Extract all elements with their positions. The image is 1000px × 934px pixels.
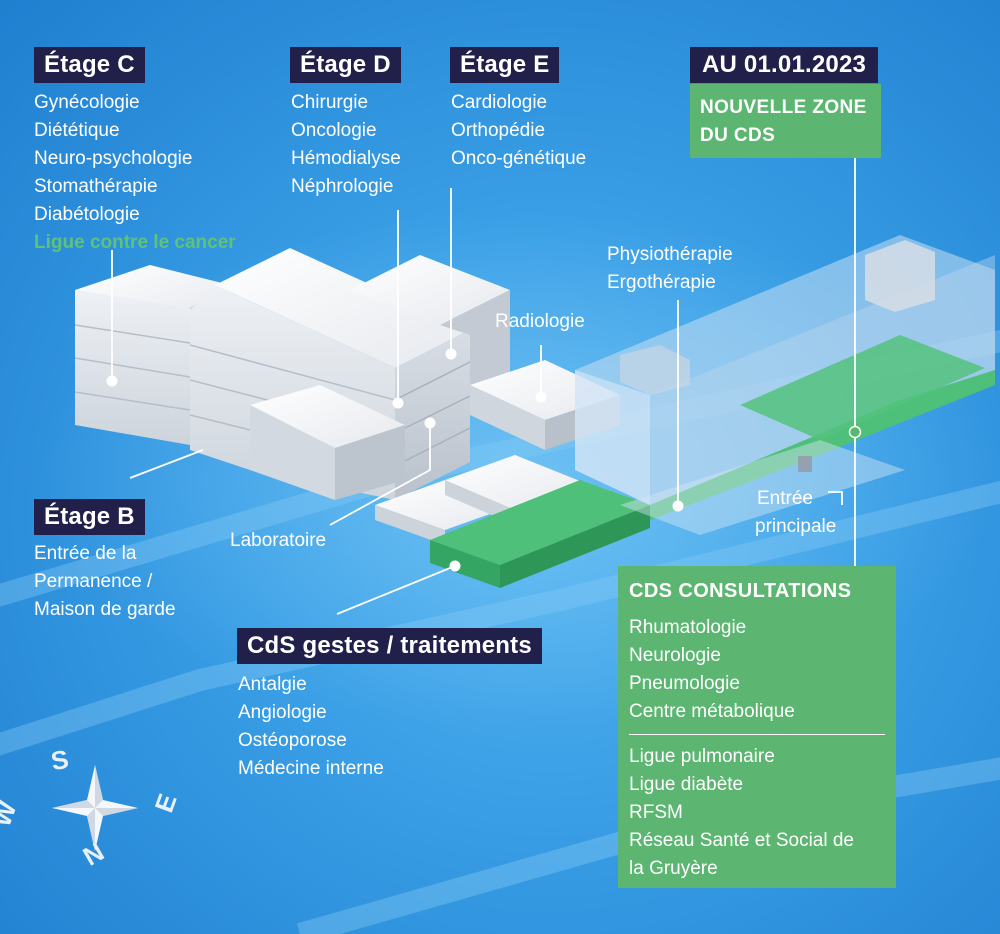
list-item: Diabétologie (34, 204, 140, 225)
principale-line: principale (755, 516, 837, 537)
etage-d-list: Chirurgie Oncologie Hémodialyse Néphrolo… (291, 89, 401, 201)
divider (629, 734, 885, 735)
list-item: Hémodialyse (291, 148, 401, 169)
etage-b-header: Étage B (34, 499, 145, 535)
building-cds-gestes (430, 480, 650, 588)
entree-principale-label: Entrée principale (755, 485, 836, 541)
etage-c-list: Gynécologie Diététique Neuro-psychologie… (34, 89, 236, 257)
radiologie-label: Radiologie (495, 311, 585, 332)
list-item: la Gruyère (629, 858, 718, 879)
list-item: Réseau Santé et Social de (629, 830, 854, 851)
compass-rose (52, 765, 138, 851)
list-item: Orthopédie (451, 120, 546, 141)
ergo-line: Ergothérapie (607, 272, 716, 293)
physio-line: Physiothérapie (607, 244, 733, 265)
etage-b-list: Entrée de la Permanence / Maison de gard… (34, 540, 176, 624)
list-item: Chirurgie (291, 92, 369, 113)
etage-e-header: Étage E (450, 47, 560, 83)
building-etage-e (350, 255, 510, 400)
list-item: Angiologie (238, 702, 327, 723)
etage-c-header: Étage C (34, 47, 145, 83)
list-item: Médecine interne (238, 758, 384, 779)
list-item: Ligue diabète (629, 774, 744, 795)
list-item: Permanence / (34, 571, 153, 592)
list-item: Ligue pulmonaire (629, 746, 775, 767)
list-item: Onco-génétique (451, 148, 587, 169)
list-item: Oncologie (291, 120, 377, 141)
date-header: AU 01.01.2023 (690, 47, 879, 83)
physio-label: Physiothérapie Ergothérapie (607, 241, 733, 297)
list-item: Stomathérapie (34, 176, 158, 197)
list-item: Neurologie (629, 645, 721, 666)
gestes-header: CdS gestes / traitements (237, 628, 542, 664)
building-etage-d (189, 248, 471, 500)
pointer-dots (106, 348, 862, 572)
list-item: Diététique (34, 120, 120, 141)
list-item: Neuro-psychologie (34, 148, 193, 169)
nouvelle-zone-box: NOUVELLE ZONE DU CDS (690, 84, 881, 158)
nouvelle-zone-title-2: DU CDS (700, 125, 776, 146)
list-item: Rhumatologie (629, 617, 747, 638)
laboratoire-label: Laboratoire (230, 530, 327, 551)
list-item: Pneumologie (629, 673, 740, 694)
list-item: RFSM (629, 802, 683, 823)
ligue-cancer-label: Ligue contre le cancer (34, 232, 236, 253)
list-item: Gynécologie (34, 92, 140, 113)
list-item: Maison de garde (34, 599, 176, 620)
list-item: Entrée de la (34, 543, 137, 564)
building-nouvelle-zone (575, 235, 995, 535)
etage-d-header: Étage D (290, 47, 401, 83)
pointer-lines (111, 158, 856, 615)
list-item: Néphrologie (291, 176, 394, 197)
consultations-title: CDS CONSULTATIONS (629, 580, 852, 602)
list-item: Centre métabolique (629, 701, 795, 722)
list-item: Ostéoporose (238, 730, 347, 751)
list-item: Antalgie (238, 674, 307, 695)
consultations-box: CDS CONSULTATIONS Rhumatologie Neurologi… (618, 566, 896, 888)
gestes-list: Antalgie Angiologie Ostéoporose Médecine… (238, 671, 384, 783)
list-item: Cardiologie (451, 92, 548, 113)
etage-e-list: Cardiologie Orthopédie Onco-génétique (451, 89, 586, 173)
entree-line: Entrée (757, 488, 813, 509)
nouvelle-zone-title-1: NOUVELLE ZONE (700, 97, 867, 118)
consultations-others-list: Ligue pulmonaire Ligue diabète RFSM Rése… (629, 743, 885, 883)
consultations-list: Rhumatologie Neurologie Pneumologie Cent… (629, 614, 885, 726)
